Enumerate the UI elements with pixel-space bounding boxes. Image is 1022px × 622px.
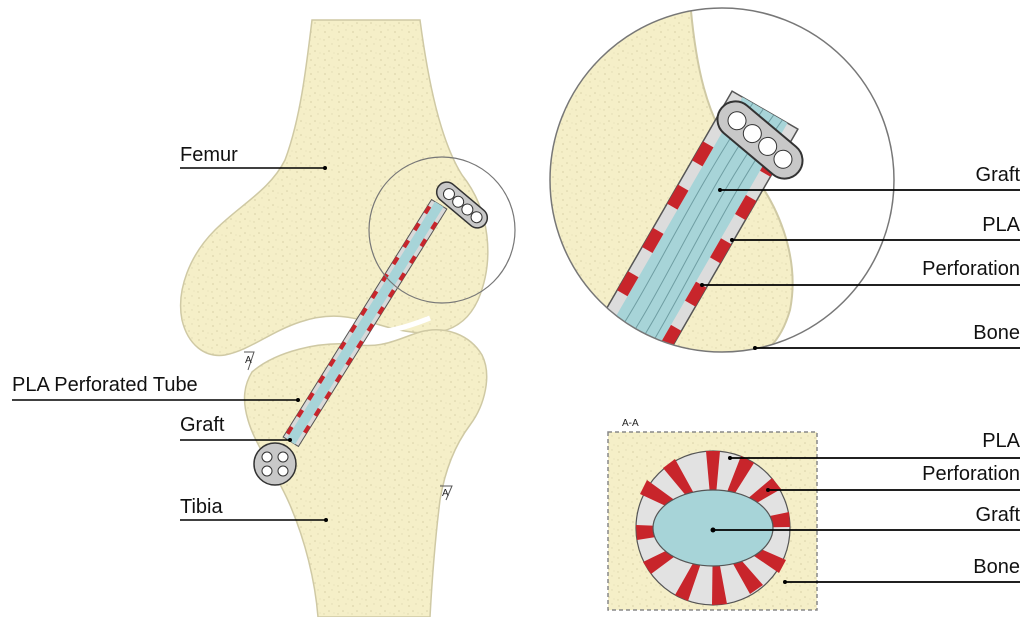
label-pla-perforated-tube: PLA Perforated Tube bbox=[12, 374, 198, 396]
label-detail-bone: Bone bbox=[973, 322, 1020, 344]
label-femur: Femur bbox=[180, 144, 238, 166]
section-mark-bottom: A bbox=[442, 488, 449, 499]
label-detail-perforation: Perforation bbox=[922, 258, 1020, 280]
label-tibia: Tibia bbox=[180, 496, 223, 518]
detail-view bbox=[540, 0, 910, 389]
label-section-perforation: Perforation bbox=[922, 463, 1020, 485]
label-section-bone: Bone bbox=[973, 556, 1020, 578]
label-detail-graft: Graft bbox=[976, 164, 1020, 186]
section-mark-top: A bbox=[245, 355, 252, 366]
label-section-graft: Graft bbox=[976, 504, 1020, 526]
label-section-pla: PLA bbox=[982, 430, 1020, 452]
label-graft-left: Graft bbox=[180, 414, 224, 436]
label-detail-pla: PLA bbox=[982, 214, 1020, 236]
section-title: A-A bbox=[622, 418, 639, 429]
tibial-button bbox=[254, 443, 296, 485]
